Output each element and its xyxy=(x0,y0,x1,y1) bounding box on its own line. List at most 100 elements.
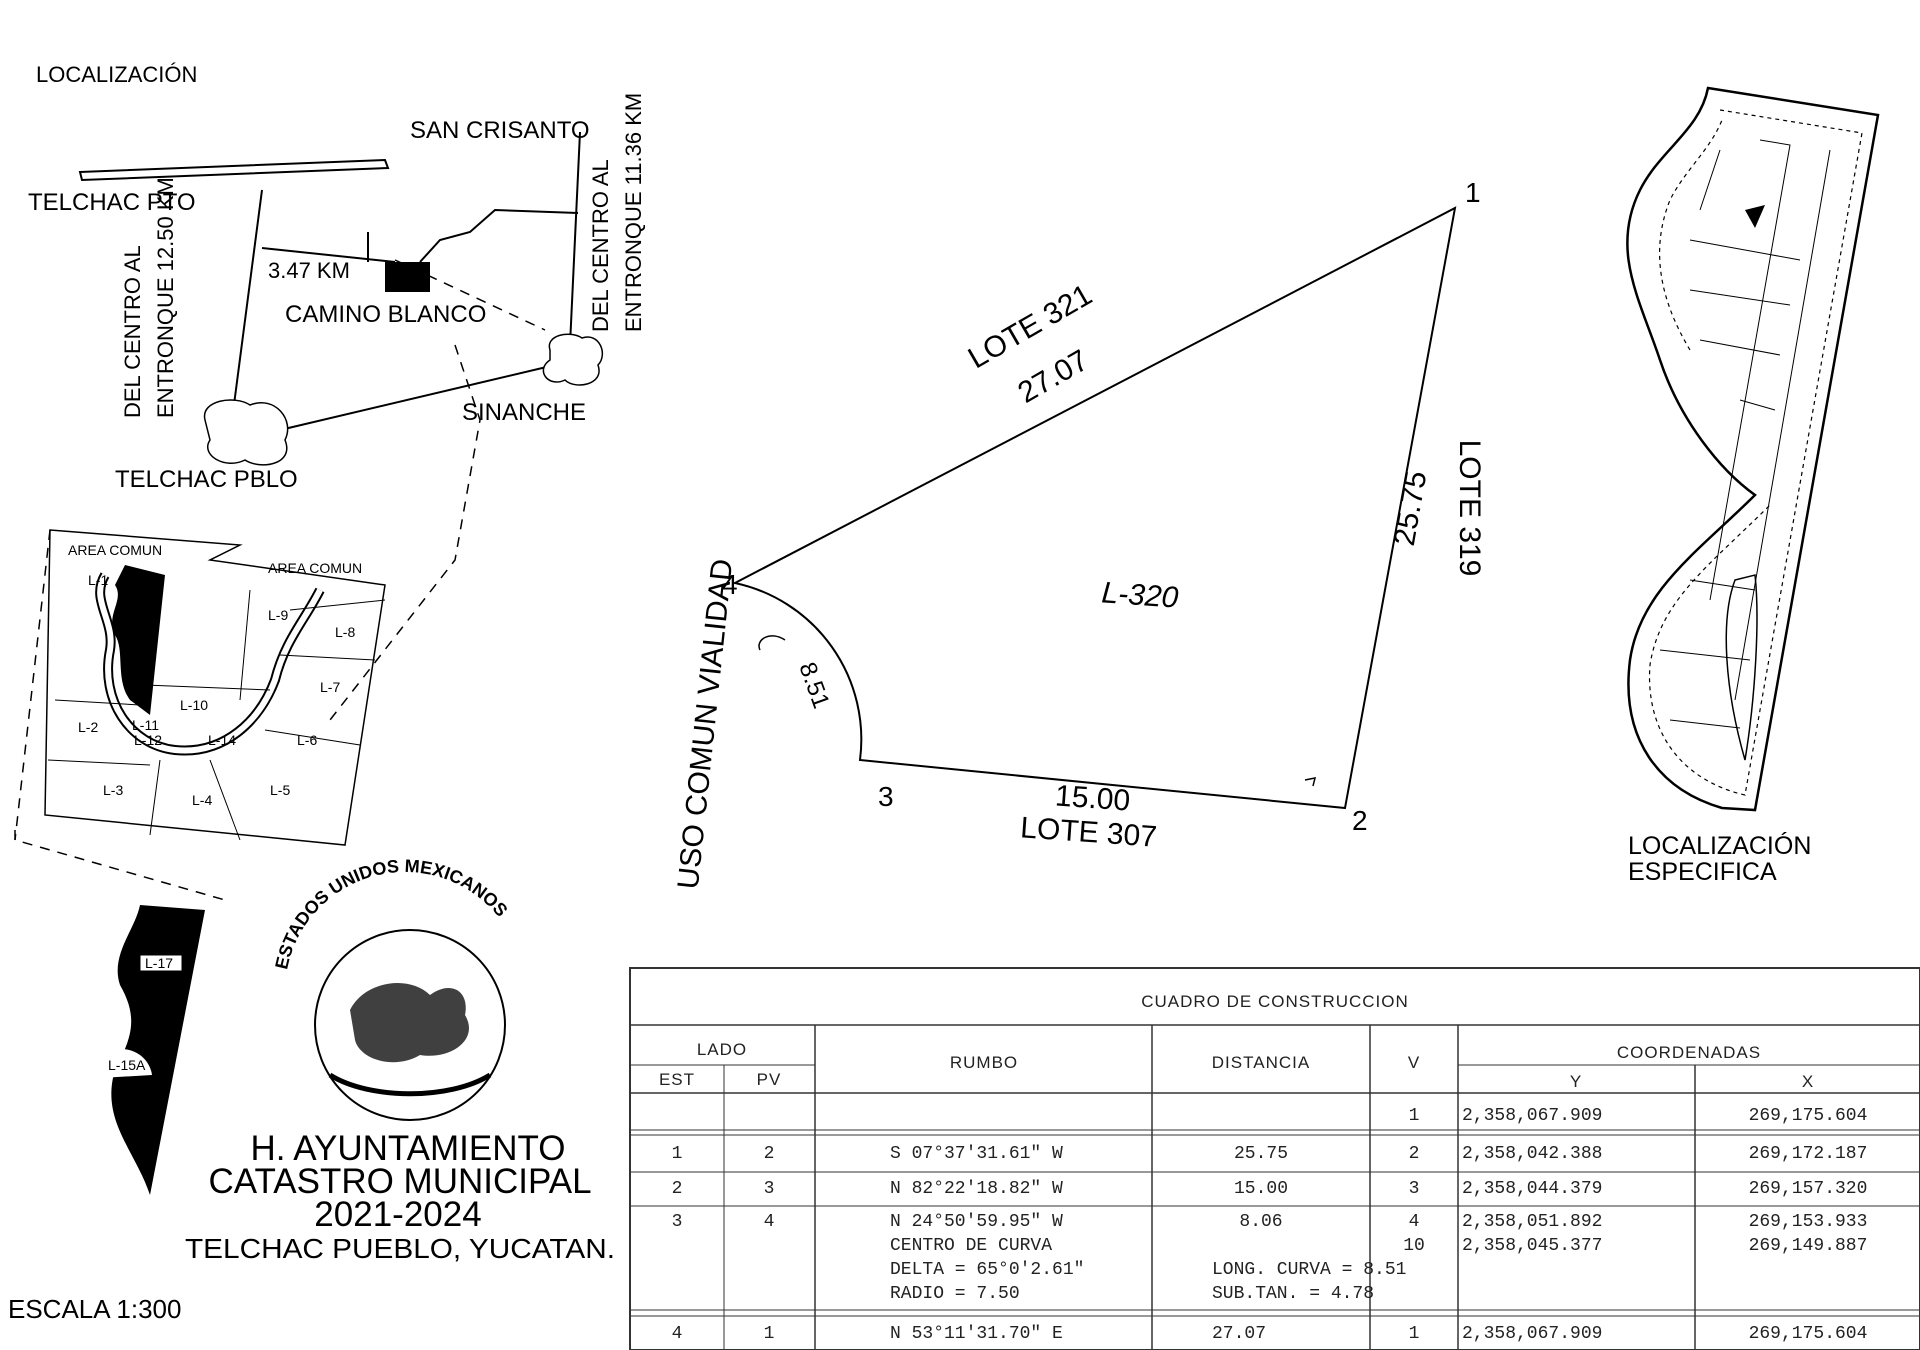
table-cell-v: 2 xyxy=(1409,1144,1420,1164)
lot-l14: L-14 xyxy=(208,732,236,748)
authority-block: H. AYUNTAMIENTO CATASTRO MUNICIPAL 2021-… xyxy=(8,1129,615,1324)
table-cell-est: 4 xyxy=(672,1324,683,1344)
table-cell-v: 3 xyxy=(1409,1179,1420,1199)
table-cell-est: 1 xyxy=(672,1144,683,1164)
road-camino xyxy=(261,247,396,263)
authority-line1: H. AYUNTAMIENTO xyxy=(250,1129,565,1168)
lot-name: L-320 xyxy=(1101,576,1180,614)
lot-l8: L-8 xyxy=(335,624,355,640)
telchac-pto-label: TELCHAC PTO xyxy=(28,189,196,216)
lot-l6: L-6 xyxy=(297,732,317,748)
north-distance: 27.07 xyxy=(1012,344,1094,410)
table-cell-x: 269,157.320 xyxy=(1749,1179,1868,1199)
south-lot-label: LOTE 307 xyxy=(1019,811,1158,853)
east-lot-label: LOTE 319 xyxy=(1453,440,1486,577)
location-pointer-icon xyxy=(1745,205,1765,228)
west-lot-label: USO COMUN VIALIDAD xyxy=(672,557,739,890)
svg-text:ENTRONQUE 12.50 KM: ENTRONQUE 12.50 KM xyxy=(153,177,178,418)
east-distance: 25.75 xyxy=(1388,469,1434,549)
table-cell-rumbo: S 07°37'31.61" W xyxy=(890,1144,1063,1164)
table-cell-y: 2,358,067.909 xyxy=(1462,1324,1602,1344)
sinanche-label: SINANCHE xyxy=(462,399,586,426)
table-cell-x: 269,175.604 xyxy=(1749,1106,1868,1126)
vertex-2: 2 xyxy=(1352,805,1368,836)
table-cell-dist: 27.07 xyxy=(1212,1324,1266,1344)
telchac-pblo-town xyxy=(203,399,289,466)
coastal-strip: L-17 L-15A xyxy=(100,905,205,1195)
svg-text:DEL CENTRO AL: DEL CENTRO AL xyxy=(120,245,145,418)
camino-blanco-label: CAMINO BLANCO xyxy=(285,301,486,328)
lot-l3: L-3 xyxy=(103,782,123,798)
seal-text: ESTADOS UNIDOS MEXICANOS xyxy=(271,856,511,971)
escala-label: ESCALA 1:300 xyxy=(8,1294,181,1324)
table-cell-v: 10 xyxy=(1403,1236,1425,1256)
lot-l4: L-4 xyxy=(192,792,212,808)
table-cell-rumbo: DELTA = 65°0'2.61" xyxy=(890,1260,1084,1280)
table-cell-rumbo: N 24°50'59.95" W xyxy=(890,1212,1063,1232)
table-cell-est: 3 xyxy=(672,1212,683,1232)
subdivision-inset: AREA COMUN AREA COMUN L-1 L-2 L-3 L-4 L-… xyxy=(14,529,386,846)
road-right-label: DEL CENTRO AL ENTRONQUE 11.36 KM xyxy=(588,93,646,332)
header-coordenadas: COORDENADAS xyxy=(1617,1043,1761,1062)
table-cell-pv: 2 xyxy=(764,1144,775,1164)
table-cell-x: 269,172.187 xyxy=(1749,1144,1868,1164)
table-cell-pv: 4 xyxy=(764,1212,775,1232)
authority-line3: 2021-2024 xyxy=(314,1195,481,1234)
strip-lot-b: L-15A xyxy=(108,1057,146,1073)
specific-location: LOCALIZACIÓN ESPECIFICA xyxy=(1626,86,1880,886)
lot-boundary xyxy=(732,206,1457,810)
table-cell-dist: SUB.TAN. = 4.78 xyxy=(1212,1284,1374,1304)
construction-table: CUADRO DE CONSTRUCCION LADO EST PV RUMBO… xyxy=(629,967,1920,1350)
table-cell-dist: LONG. CURVA = 8.51 xyxy=(1212,1260,1406,1280)
table-cell-v: 4 xyxy=(1409,1212,1420,1232)
strip-lot-a: L-17 xyxy=(145,955,173,971)
telchac-pblo-label: TELCHAC PBLO xyxy=(115,466,298,493)
table-cell-est: 2 xyxy=(672,1179,683,1199)
san-crisanto-label: SAN CRISANTO xyxy=(410,117,590,144)
localizacion-label: LOCALIZACIÓN xyxy=(36,62,197,87)
area-comun-1: AREA COMUN xyxy=(68,542,162,558)
header-rumbo: RUMBO xyxy=(950,1053,1018,1072)
lot-l11: L-11 xyxy=(132,717,159,733)
inset-frame xyxy=(44,529,386,846)
localizacion-especifica-1: LOCALIZACIÓN xyxy=(1628,831,1811,860)
table-cell-v: 1 xyxy=(1409,1324,1420,1344)
lot-l2: L-2 xyxy=(78,719,98,735)
localizacion-especifica-2: ESPECIFICA xyxy=(1628,858,1777,886)
table-cell-x: 269,153.933 xyxy=(1749,1212,1868,1232)
header-x: X xyxy=(1802,1072,1814,1091)
authority-line4: TELCHAC PUEBLO, YUCATAN. xyxy=(185,1233,615,1264)
road-left-label: DEL CENTRO AL ENTRONQUE 12.50 KM xyxy=(120,177,178,418)
table-cell-x: 269,175.604 xyxy=(1749,1324,1868,1344)
eagle-icon xyxy=(350,983,469,1063)
vertex-3: 3 xyxy=(878,781,894,812)
road-telchac-sinanche xyxy=(279,364,556,431)
table-cell-dist: 25.75 xyxy=(1234,1144,1288,1164)
table-cell-pv: 1 xyxy=(764,1324,775,1344)
table-title: CUADRO DE CONSTRUCCION xyxy=(1141,992,1409,1011)
table-cell-y: 2,358,042.388 xyxy=(1462,1144,1602,1164)
svg-text:DEL CENTRO AL: DEL CENTRO AL xyxy=(588,159,613,332)
lot-l12: L-12 xyxy=(134,732,162,748)
lot-polygon: 1 2 3 4 L-320 LOTE 321 27.07 LOTE 319 25… xyxy=(672,177,1486,891)
table-cell-v: 1 xyxy=(1409,1106,1420,1126)
camino-blanco-marker xyxy=(385,262,430,292)
authority-line2: CATASTRO MUNICIPAL xyxy=(208,1162,591,1201)
header-distancia: DISTANCIA xyxy=(1212,1053,1310,1072)
header-pv: PV xyxy=(757,1070,782,1089)
sinanche-town xyxy=(542,333,603,386)
table-cell-y: 2,358,051.892 xyxy=(1462,1212,1602,1232)
vertex-1: 1 xyxy=(1465,177,1481,208)
area-comun-2: AREA COMUN xyxy=(268,560,362,576)
svg-text:ENTRONQUE 11.36 KM: ENTRONQUE 11.36 KM xyxy=(621,93,646,332)
table-cell-rumbo: CENTRO DE CURVA xyxy=(890,1236,1052,1256)
road-right xyxy=(569,131,581,346)
south-distance: 15.00 xyxy=(1054,779,1131,817)
lot-l9: L-9 xyxy=(268,607,288,623)
header-lado: LADO xyxy=(697,1040,747,1059)
road-san-crisanto xyxy=(419,208,579,263)
table-cell-dist: 15.00 xyxy=(1234,1179,1288,1199)
table-cell-dist: 8.06 xyxy=(1239,1212,1282,1232)
distance-camino-label: 3.47 KM xyxy=(268,258,350,283)
table-cell-y: 2,358,067.909 xyxy=(1462,1106,1602,1126)
